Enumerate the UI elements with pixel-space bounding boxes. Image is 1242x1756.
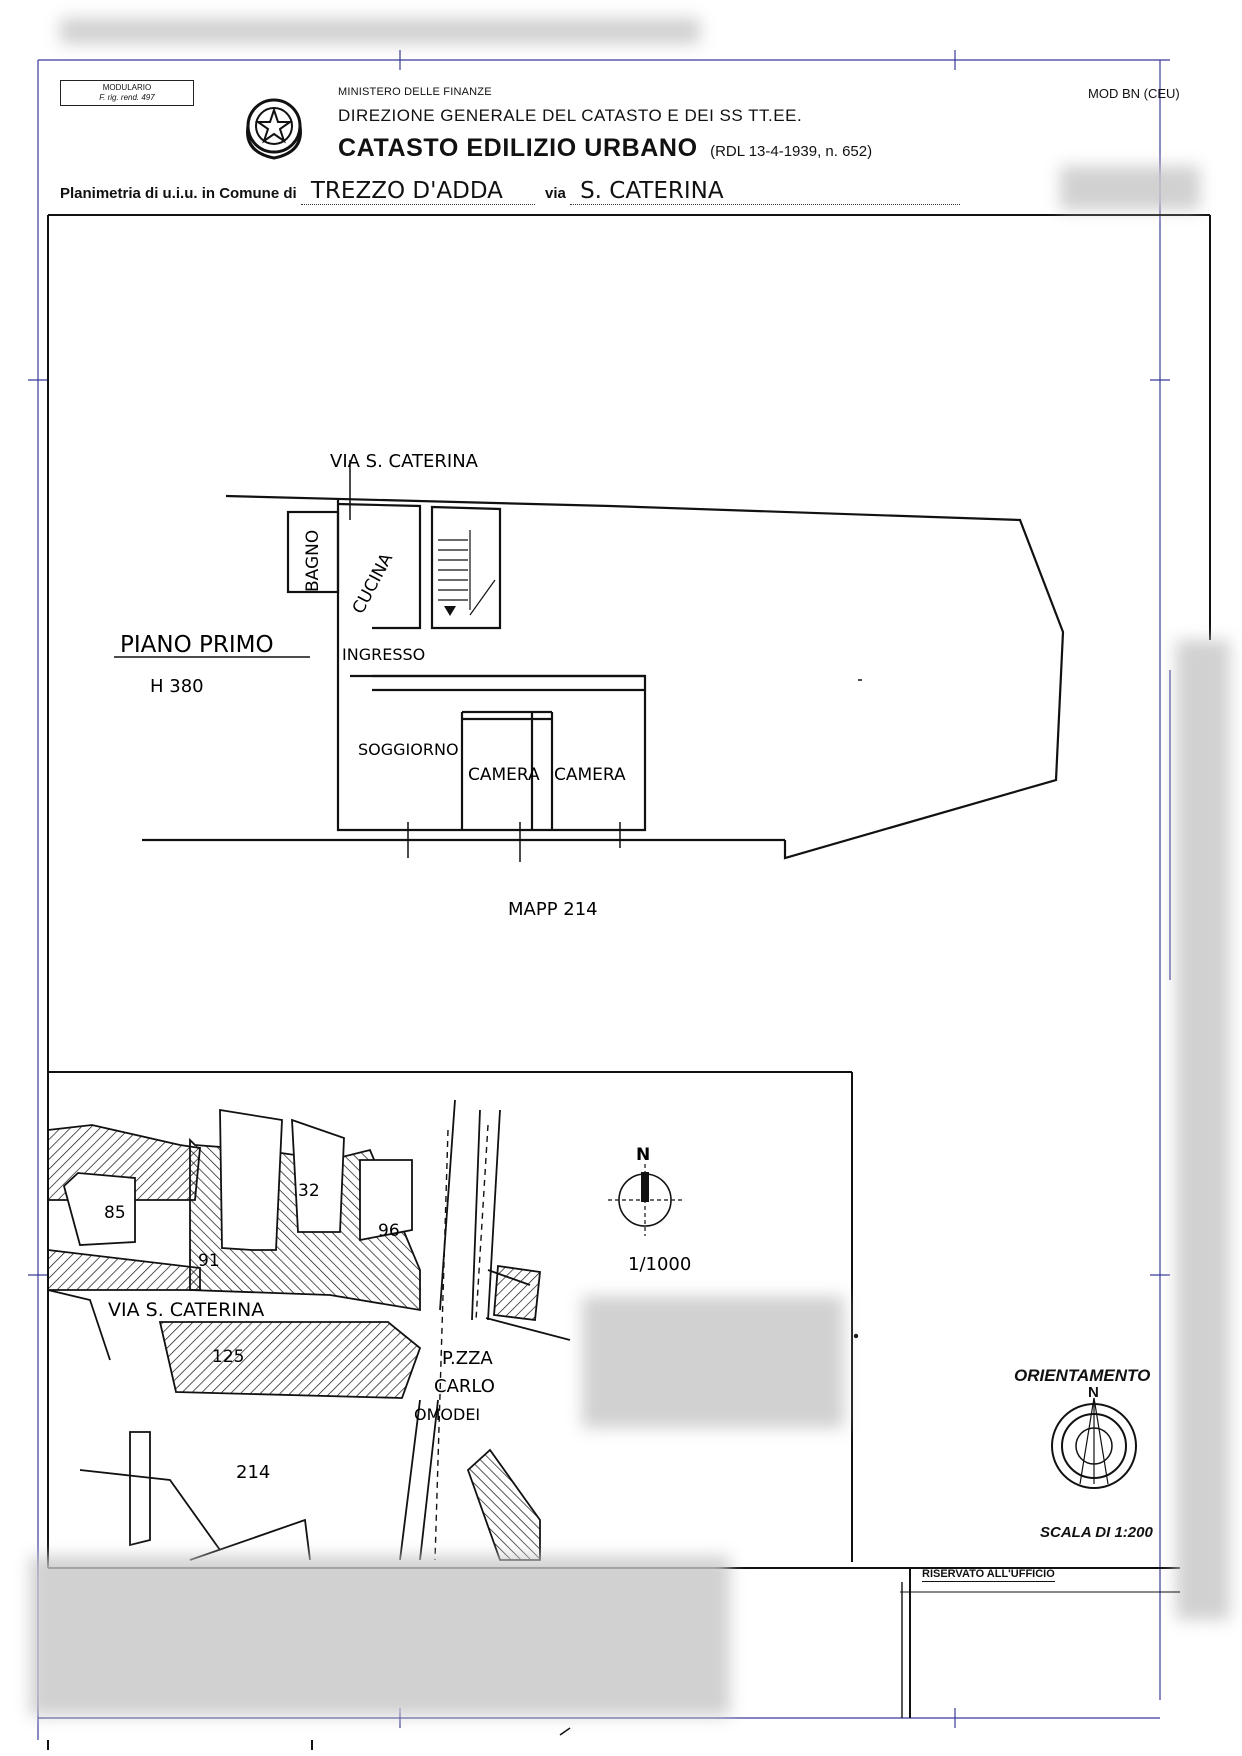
site-scale: 1/1000	[628, 1254, 691, 1275]
redacted-site-map	[582, 1296, 844, 1428]
floor-name: PIANO PRIMO	[120, 632, 274, 658]
parcel-85: 85	[104, 1203, 126, 1223]
parcel-96: 96	[378, 1221, 400, 1241]
site-street-label: VIA S. CATERINA	[108, 1299, 264, 1321]
redacted-top	[60, 18, 700, 44]
mapp-label: MAPP 214	[508, 899, 598, 920]
direction-title: DIREZIONE GENERALE DEL CATASTO E DEI SS …	[338, 106, 803, 125]
parcel-125: 125	[212, 1347, 244, 1367]
floor-height: H 380	[150, 676, 204, 697]
planimetry-prefix: Planimetria di u.i.u. in Comune di	[60, 185, 297, 202]
orientation-label: ORIENTAMENTO	[1014, 1366, 1151, 1385]
site-north-letter: N	[636, 1145, 650, 1165]
piazza-label-3: OMODEI	[414, 1405, 480, 1424]
redacted-bottom-left	[30, 1556, 730, 1716]
modulario-line1: MODULARIO	[102, 83, 152, 92]
parcel-214: 214	[236, 1462, 270, 1483]
parcel-32: 32	[298, 1181, 320, 1201]
piazza-label-1: P.ZZA	[442, 1348, 493, 1369]
cadastre-line: CATASTO EDILIZIO URBANO (RDL 13-4-1939, …	[338, 134, 872, 163]
room-bagno: BAGNO	[303, 530, 323, 592]
via-label: via	[545, 185, 566, 202]
redacted-header-right	[1060, 166, 1200, 210]
site-north-arrow	[608, 1164, 684, 1236]
office-reserved-label: RISERVATO ALL'UFFICIO	[922, 1568, 1055, 1582]
modulario-line2: F. rig. rend. 497	[99, 93, 155, 102]
redacted-right-strip	[1176, 640, 1230, 1620]
model-code: MOD BN (CEU)	[1088, 86, 1180, 101]
comune-value: TREZZO D'ADDA	[300, 178, 535, 205]
cadastre-title: CATASTO EDILIZIO URBANO	[338, 134, 698, 162]
room-camera-1: CAMERA	[468, 765, 540, 785]
orientation-north: N	[1088, 1384, 1099, 1401]
piazza-label-2: CARLO	[434, 1376, 495, 1397]
orientation-scale: SCALA DI 1:200	[1040, 1524, 1153, 1541]
parcel-91: 91	[198, 1251, 220, 1271]
law-reference: (RDL 13-4-1939, n. 652)	[710, 143, 873, 160]
via-value: S. CATERINA	[570, 178, 961, 205]
republic-emblem	[246, 98, 302, 160]
planimetry-line: Planimetria di u.i.u. in Comune di TREZZ…	[60, 178, 1060, 205]
room-soggiorno: SOGGIORNO	[358, 740, 459, 759]
room-camera-2: CAMERA	[554, 765, 626, 785]
modulario-box: MODULARIO F. rig. rend. 497	[60, 80, 194, 106]
room-ingresso: INGRESSO	[342, 645, 425, 664]
ministry-title: MINISTERO DELLE FINANZE	[338, 86, 492, 98]
orientation-compass	[1051, 1397, 1137, 1489]
street-label-plan: VIA S. CATERINA	[330, 451, 479, 472]
